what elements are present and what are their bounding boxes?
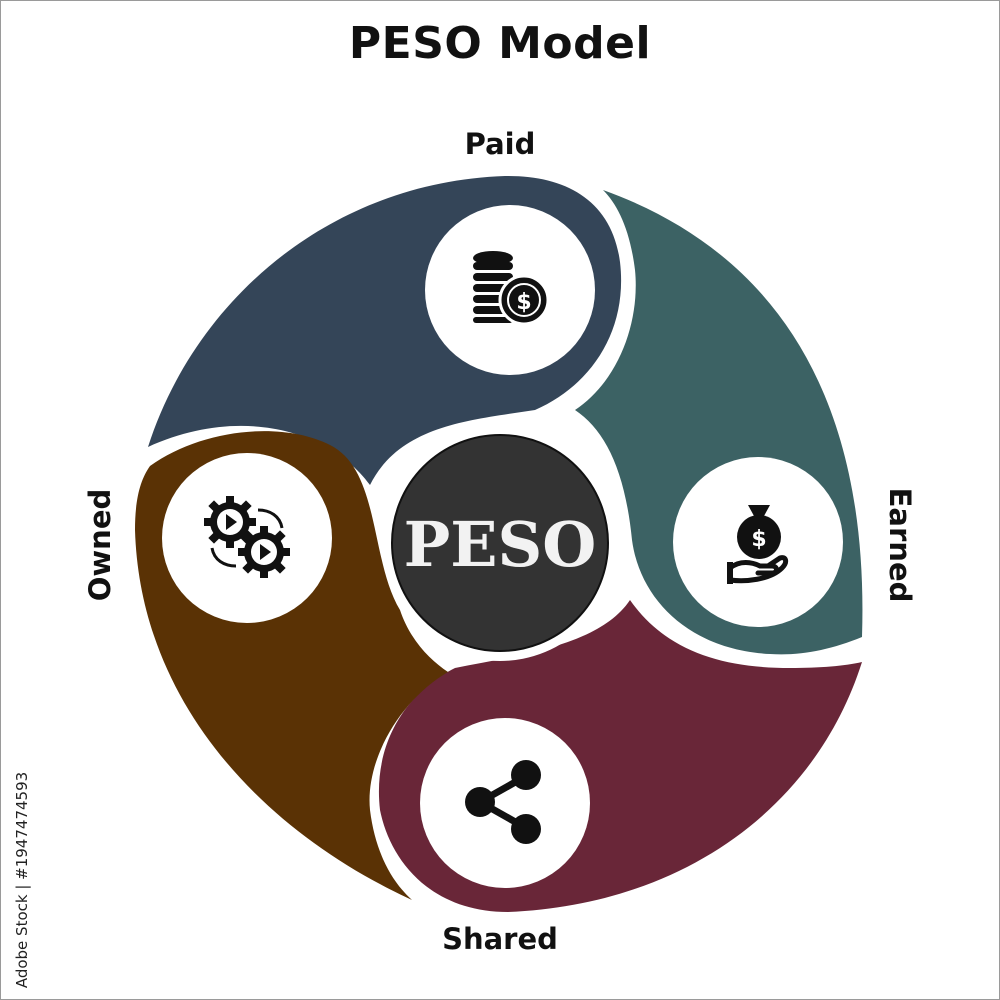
center-circle bbox=[391, 434, 609, 652]
gears-play-icon bbox=[204, 496, 290, 578]
svg-text:$: $ bbox=[516, 290, 531, 315]
icon-circle-shared bbox=[420, 718, 590, 888]
svg-text:$: $ bbox=[751, 527, 766, 552]
coins-dollar-icon: $ bbox=[473, 251, 550, 326]
label-paid: Paid bbox=[464, 127, 536, 161]
center-label: PESO bbox=[404, 508, 597, 581]
money-bag-hand-icon: $ bbox=[727, 505, 789, 584]
label-shared: Shared bbox=[442, 922, 558, 956]
share-icon bbox=[465, 760, 541, 844]
diagram-title: PESO Model bbox=[348, 18, 652, 69]
